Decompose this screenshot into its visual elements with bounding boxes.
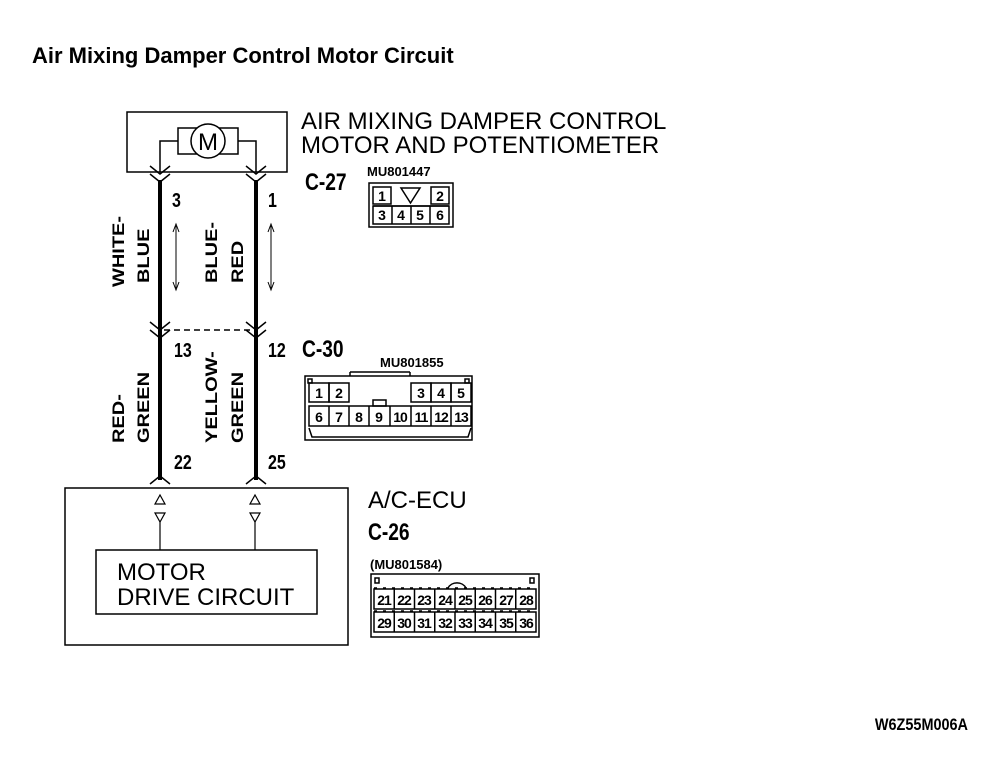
connector-c30-face [304, 371, 473, 441]
c30-pin: 4 [437, 385, 445, 401]
connector-c30-part-no: MU801855 [380, 355, 444, 370]
ecu-pin-right: 25 [268, 451, 286, 473]
io-terminal-icon [153, 493, 167, 550]
connector-key-icon [399, 187, 422, 205]
c26-pin: 25 [458, 592, 473, 608]
c30-pin: 6 [315, 409, 323, 425]
diagram-title: Air Mixing Damper Control Motor Circuit [32, 43, 454, 68]
c30-pin: 5 [457, 385, 465, 401]
wire-color-left-upper-1: WHITE- [108, 216, 127, 287]
c30-pin: 9 [375, 409, 383, 425]
bidirectional-arrow-icon [267, 222, 275, 292]
c26-pin: 32 [438, 615, 453, 631]
c27-pin: 5 [416, 207, 424, 223]
c30-pin: 11 [415, 409, 429, 425]
c26-pin: 22 [397, 592, 412, 608]
c26-pin: 27 [499, 592, 514, 608]
connector-c26-pins: 21 22 23 24 25 26 27 28 29 30 31 32 33 3… [377, 592, 535, 631]
c27-pin: 1 [378, 188, 386, 204]
motor-drive-label-line2: DRIVE CIRCUIT [117, 584, 295, 611]
connector-c26-dividers [393, 589, 517, 632]
c26-pin: 34 [478, 615, 493, 631]
motor-lead-left [159, 140, 178, 172]
c26-pin: 35 [499, 615, 514, 631]
c30-pin: 8 [355, 409, 363, 425]
motor-drive-circuit-box [95, 549, 318, 615]
motor-label-line1: AIR MIXING DAMPER CONTROL [301, 108, 666, 135]
figure-code: W6Z55M006A [875, 716, 968, 734]
c27-pin: 2 [436, 188, 444, 204]
ecu-housing-box [64, 487, 349, 646]
motor-housing-box [126, 111, 288, 173]
motor-pin-left: 3 [172, 189, 181, 211]
wire-color-right-lower-2: GREEN [227, 372, 246, 443]
c26-pin: 30 [397, 615, 412, 631]
wire-color-right-upper-1: BLUE- [201, 222, 220, 283]
c26-pin: 24 [438, 592, 453, 608]
ecu-pin-left: 22 [174, 451, 192, 473]
c26-pin: 28 [519, 592, 534, 608]
c26-pin: 36 [519, 615, 534, 631]
c30-pin: 1 [315, 385, 323, 401]
motor-component: M [126, 111, 288, 173]
motor-label-line2: MOTOR AND POTENTIOMETER [301, 132, 659, 159]
junction-pin-right: 12 [268, 339, 286, 361]
motor-drive-label-line1: MOTOR [117, 559, 206, 586]
connector-c26-part-no: (MU801584) [370, 557, 442, 572]
wire-color-left-lower-2: GREEN [133, 372, 152, 443]
c27-pin: 3 [378, 207, 386, 223]
c30-pin: 7 [335, 409, 343, 425]
connector-c27-face: 1 2 3 4 5 6 [368, 182, 454, 228]
ecu-component: MOTOR DRIVE CIRCUIT [64, 487, 349, 646]
motor-pin-right: 1 [268, 189, 277, 211]
c27-pin: 4 [397, 207, 405, 223]
motor-icon: M [177, 123, 239, 159]
motor-symbol: M [198, 129, 218, 156]
c30-pin: 3 [417, 385, 425, 401]
c26-pin: 21 [377, 592, 392, 608]
c26-pin: 23 [417, 592, 432, 608]
c26-pin: 33 [458, 615, 473, 631]
c26-pin: 26 [478, 592, 493, 608]
c27-pin: 6 [436, 207, 444, 223]
c30-pin: 13 [454, 409, 469, 425]
connector-chevron-icon [149, 165, 267, 183]
connector-c30-id: C-30 [302, 335, 344, 363]
connector-chevron-icon [149, 475, 267, 485]
connector-c26-id: C-26 [368, 518, 410, 546]
connector-c27-part-no: MU801447 [367, 164, 431, 179]
c30-pin: 2 [335, 385, 343, 401]
wire-color-right-upper-2: RED [227, 241, 246, 283]
c26-pin: 29 [377, 615, 392, 631]
io-terminal-icon [248, 493, 262, 550]
junction-pin-left: 13 [174, 339, 192, 361]
connector-chevron-icon [149, 321, 267, 339]
bidirectional-arrow-icon [172, 222, 180, 292]
ecu-label: A/C-ECU [368, 487, 467, 514]
c30-pin: 10 [393, 409, 408, 425]
connector-latch-icon [372, 399, 387, 407]
wire-color-left-upper-2: BLUE [133, 229, 152, 283]
wire-color-left-lower-1: RED- [108, 394, 127, 443]
connector-c30-pins: 1 2 3 4 5 6 7 8 9 10 11 12 13 [315, 385, 470, 425]
connector-c27-id: C-27 [305, 168, 347, 196]
wire-color-right-lower-1: YELLOW- [201, 351, 220, 443]
motor-lead-right [238, 140, 257, 172]
c26-pin: 31 [417, 615, 432, 631]
c30-pin: 12 [434, 409, 449, 425]
